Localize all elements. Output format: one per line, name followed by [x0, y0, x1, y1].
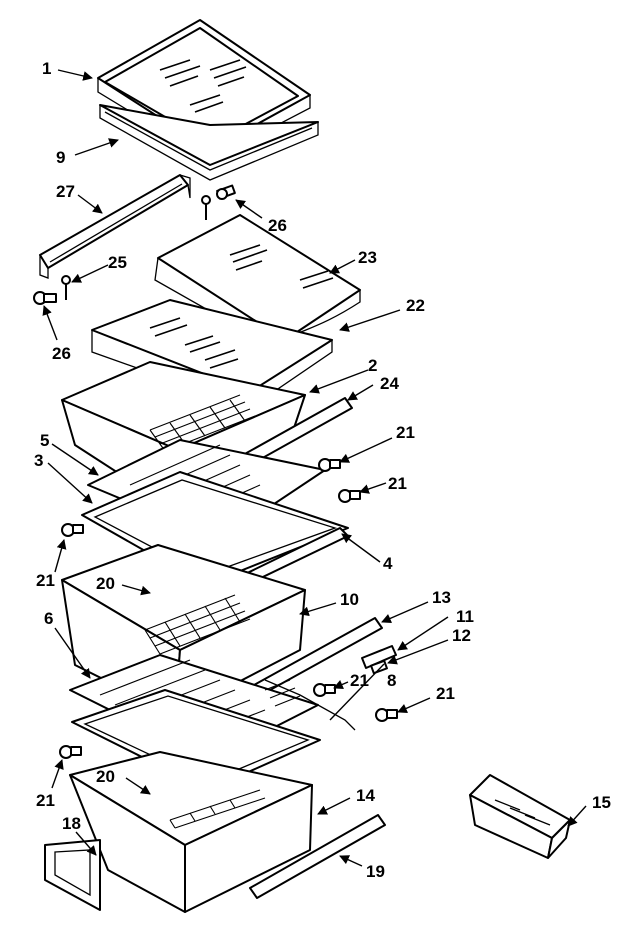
screw-25-upper — [201, 195, 211, 220]
callout-1: 1 — [42, 59, 51, 78]
callout-21-f: 21 — [36, 791, 55, 810]
callout-21-d: 21 — [350, 671, 369, 690]
leader-lines — [42, 69, 587, 867]
screw-26-lower — [33, 291, 57, 305]
callout-21-b: 21 — [388, 474, 407, 493]
callout-26-lower: 26 — [52, 344, 71, 363]
part-19-rail — [249, 814, 386, 899]
callout-22: 22 — [406, 296, 425, 315]
callout-9: 9 — [56, 148, 65, 167]
callout-13: 13 — [432, 588, 451, 607]
callout-20-a: 20 — [96, 574, 115, 593]
callout-21-a: 21 — [396, 423, 415, 442]
callout-20-b: 20 — [96, 767, 115, 786]
part-12-tab — [370, 659, 388, 675]
callout-19: 19 — [366, 862, 385, 881]
part-14-crisper-drawer — [69, 751, 313, 913]
fastener-21c — [61, 523, 84, 537]
callout-2: 2 — [368, 356, 377, 375]
part-18-label — [44, 839, 101, 911]
callout-14: 14 — [356, 786, 375, 805]
callout-21-c: 21 — [36, 571, 55, 590]
callout-labels: 1 9 27 26 25 26 23 22 2 24 21 5 3 21 21 … — [34, 59, 611, 881]
callout-10: 10 — [340, 590, 359, 609]
screw-25-lower — [61, 275, 71, 300]
part-27-trim-strip — [39, 174, 191, 279]
callout-26-top: 26 — [268, 216, 287, 235]
callout-23: 23 — [358, 248, 377, 267]
part-9-shelf-frame — [99, 104, 319, 181]
callout-15: 15 — [592, 793, 611, 812]
fastener-21f — [59, 745, 82, 759]
callout-6: 6 — [44, 609, 53, 628]
callout-21-e: 21 — [436, 684, 455, 703]
part-15-door-bin — [469, 774, 571, 859]
screw-parts — [33, 184, 236, 305]
callout-24: 24 — [380, 374, 399, 393]
callout-27: 27 — [56, 182, 75, 201]
fastener-21a — [318, 458, 341, 472]
callout-3: 3 — [34, 451, 43, 470]
part-11-slider — [361, 645, 397, 669]
callout-5: 5 — [40, 431, 49, 450]
callout-18: 18 — [62, 814, 81, 833]
callout-11: 11 — [456, 607, 474, 626]
part-8-bracket — [264, 679, 356, 731]
callout-8: 8 — [387, 671, 396, 690]
fastener-21d — [313, 683, 336, 697]
fastener-21e — [375, 708, 398, 722]
fastener-21b — [338, 489, 361, 503]
callout-25: 25 — [108, 253, 127, 272]
screw-26-top — [216, 184, 236, 200]
callout-4: 4 — [383, 554, 393, 573]
callout-12: 12 — [452, 626, 471, 645]
